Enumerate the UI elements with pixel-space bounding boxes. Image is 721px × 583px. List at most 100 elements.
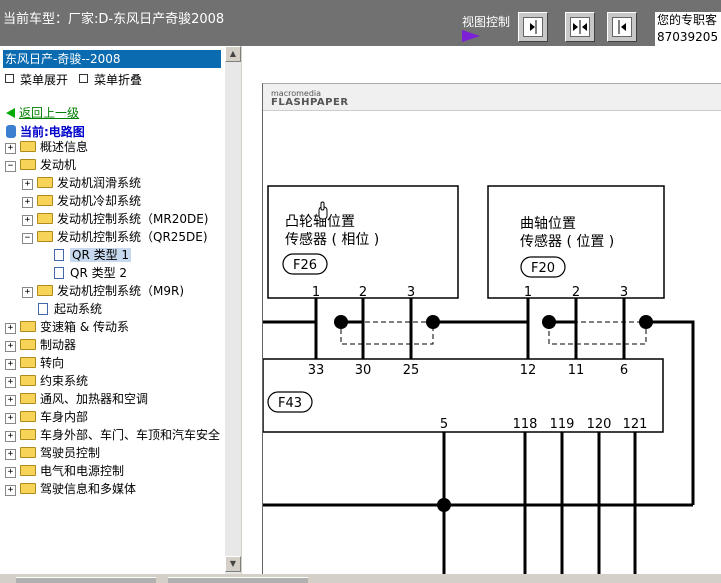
tree-node-starting-system[interactable]: 起动系统: [38, 300, 102, 318]
tree-node-label: 发动机控制系统（M9R): [57, 284, 185, 298]
pin-label: 2: [359, 285, 367, 300]
folder-open-icon: [20, 159, 36, 170]
tree-node-label: 驾驶信息和多媒体: [40, 482, 137, 496]
contact-line-1: 您的专职客: [657, 13, 718, 27]
ground-junction-dot: [437, 498, 451, 512]
tree-node-driver-controls[interactable]: + 驾驶员控制: [5, 444, 100, 462]
tree-node-label: 发动机控制系统（MR20DE): [57, 212, 209, 226]
diagram-viewer: macromedia FLASHPAPER 凸轮轴位置 传感器 ( 相位 ) F…: [242, 46, 721, 575]
scroll-down-button[interactable]: ▼: [225, 556, 241, 572]
tree-node-engine-lubrication[interactable]: +发动机润滑系统: [22, 174, 141, 192]
cam-sensor-subtitle: 传感器 ( 相位 ): [285, 231, 379, 248]
flashpaper-toolbar: macromedia FLASHPAPER: [263, 84, 721, 111]
pin-label: 3: [407, 285, 415, 300]
tree-node-label: 变速箱 & 传动系: [40, 320, 129, 334]
view-control-label: 视图控制: [462, 15, 511, 29]
tree-node-qr-type-2[interactable]: QR 类型 2: [54, 264, 127, 282]
tree-node-qr-type-1[interactable]: QR 类型 1: [54, 246, 132, 264]
tree-header: 东风日产-奇骏--2008: [3, 50, 221, 68]
wiring-diagram: 凸轮轴位置 传感器 ( 相位 ) F26 曲轴位置 传感器 ( 位置 ) F20…: [263, 185, 695, 575]
tree-node-overview[interactable]: + 概述信息: [5, 138, 88, 156]
expand-icon[interactable]: +: [5, 323, 16, 334]
taskbar-tab[interactable]: [16, 577, 156, 583]
folder-icon: [20, 447, 36, 458]
tree-node-engine[interactable]: −发动机: [5, 156, 76, 174]
expand-icon[interactable]: +: [22, 197, 33, 208]
tree-node-label: 车身外部、车门、车顶和汽车安全: [40, 428, 221, 442]
tree-node-engine-control-qr25de[interactable]: −发动机控制系统（QR25DE): [22, 228, 208, 246]
folder-icon: [37, 195, 53, 206]
ecm-box: [263, 358, 664, 433]
prev-page-button[interactable]: [607, 12, 637, 42]
back-link[interactable]: 返回上一级: [6, 104, 79, 121]
expand-icon[interactable]: +: [22, 215, 33, 226]
expand-icon[interactable]: +: [5, 467, 16, 478]
back-arrow-icon: [6, 108, 15, 118]
expand-icon[interactable]: +: [22, 287, 33, 298]
tree-node-body-exterior[interactable]: + 车身外部、车门、车顶和汽车安全: [5, 426, 220, 444]
expand-icon[interactable]: +: [5, 341, 16, 352]
pin-label: 1: [312, 285, 320, 300]
menu-collapse-button[interactable]: 菜单折叠: [79, 71, 142, 88]
tree-node-driver-info-multimedia[interactable]: + 驾驶信息和多媒体: [5, 480, 136, 498]
menu-expand-label: 菜单展开: [20, 73, 69, 87]
collapse-icon[interactable]: −: [5, 161, 16, 172]
tree-node-label: 起动系统: [54, 302, 103, 316]
tree-node-label: 概述信息: [40, 140, 89, 154]
expand-icon[interactable]: +: [22, 179, 33, 190]
ecm-connector-label: F43: [278, 396, 302, 411]
tree-node-body-interior[interactable]: + 车身内部: [5, 408, 88, 426]
folder-icon: [37, 177, 53, 188]
tree-node-hvac[interactable]: + 通风、加热器和空调: [5, 390, 148, 408]
tree-node-engine-cooling[interactable]: +发动机冷却系统: [22, 192, 141, 210]
folder-icon: [20, 429, 36, 440]
tree-node-label: 驾驶员控制: [40, 446, 101, 460]
expand-icon[interactable]: +: [5, 431, 16, 442]
pin-label: 118: [513, 417, 538, 432]
collapse-square-icon: [79, 74, 88, 83]
tree-node-label: 电气和电源控制: [40, 464, 125, 478]
folder-icon: [37, 285, 53, 296]
expand-icon[interactable]: +: [5, 359, 16, 370]
tree-scrollbar[interactable]: ▲ ▼: [225, 46, 241, 574]
folder-icon: [20, 321, 36, 332]
tree-node-label: 车身内部: [40, 410, 89, 424]
expand-icon[interactable]: +: [5, 449, 16, 460]
document-icon: [54, 249, 64, 261]
taskbar-tab[interactable]: [168, 577, 308, 583]
expand-icon[interactable]: +: [5, 485, 16, 496]
hand-cursor-icon: [318, 201, 328, 220]
tree-node-engine-control-mr20de[interactable]: + 发动机控制系统（MR20DE): [22, 210, 208, 228]
folder-icon: [20, 339, 36, 350]
tree-node-brakes[interactable]: +制动器: [5, 336, 76, 354]
folder-icon: [20, 393, 36, 404]
view-arrow-icon[interactable]: [462, 30, 480, 42]
fit-page-button[interactable]: [518, 12, 548, 42]
tree-node-label: 通风、加热器和空调: [40, 392, 149, 406]
fit-page-icon: [523, 17, 543, 37]
tree-node-transmission[interactable]: + 变速箱 & 传动系: [5, 318, 129, 336]
folder-icon: [20, 141, 36, 152]
folder-icon: [20, 357, 36, 368]
output-wires: [263, 432, 693, 575]
contact-line-2: 87039205: [657, 30, 719, 44]
tree-node-restraint[interactable]: +约束系统: [5, 372, 88, 390]
expand-icon[interactable]: +: [5, 143, 16, 154]
folder-icon: [37, 213, 53, 224]
expand-icon[interactable]: +: [5, 413, 16, 424]
pin-label: 119: [550, 417, 575, 432]
tree-node-electrical-power[interactable]: + 电气和电源控制: [5, 462, 124, 480]
expand-icon[interactable]: +: [5, 377, 16, 388]
expand-icon[interactable]: +: [5, 395, 16, 406]
tree-node-engine-control-m9r[interactable]: + 发动机控制系统（M9R): [22, 282, 184, 300]
current-location-label: 当前:电路图: [20, 125, 85, 139]
fit-width-button[interactable]: [565, 12, 595, 42]
cam-connector-label: F26: [293, 258, 317, 273]
scroll-up-button[interactable]: ▲: [225, 46, 241, 62]
tree-node-steering[interactable]: +转向: [5, 354, 64, 372]
flashpaper-document[interactable]: macromedia FLASHPAPER 凸轮轴位置 传感器 ( 相位 ) F…: [262, 83, 721, 575]
pin-label: 120: [587, 417, 612, 432]
ecm-connector-badge: [267, 391, 313, 413]
menu-expand-button[interactable]: 菜单展开: [5, 71, 68, 88]
collapse-icon[interactable]: −: [22, 233, 33, 244]
